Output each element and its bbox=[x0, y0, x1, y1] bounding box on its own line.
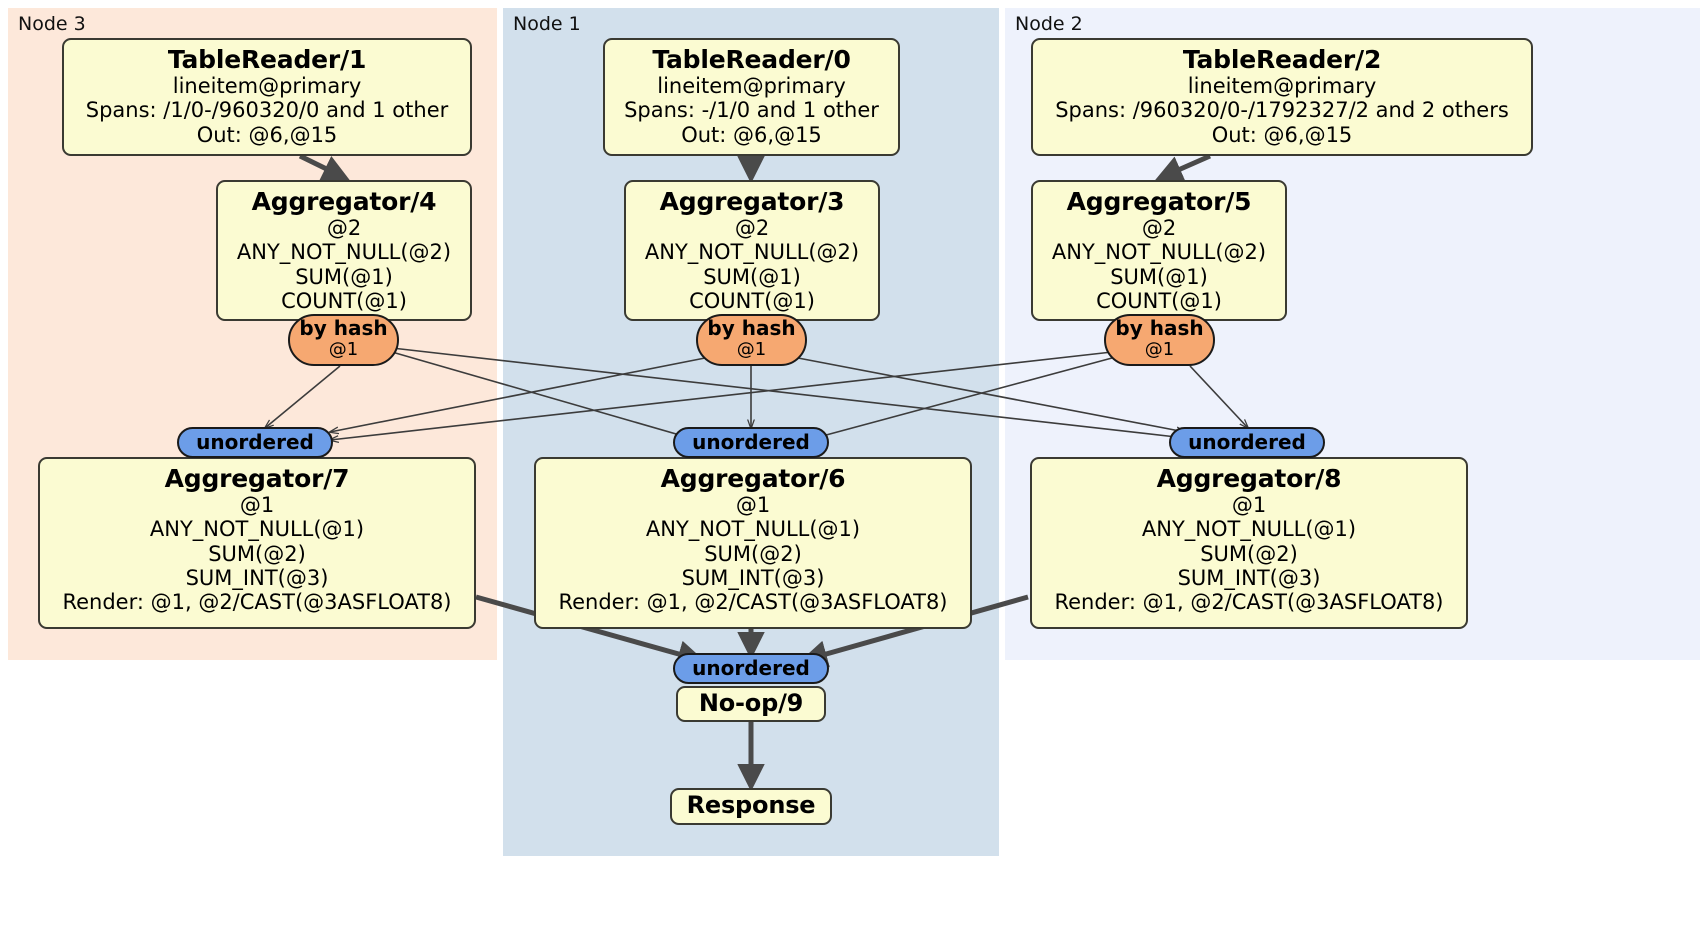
node-panel-label-node2: Node 2 bbox=[1015, 13, 1083, 35]
synchronizer-left[interactable]: unordered bbox=[177, 427, 333, 458]
synchronizer-label: unordered bbox=[692, 430, 810, 454]
processor-aggregator-4[interactable]: Aggregator/4 @2 ANY_NOT_NULL(@2) SUM(@1)… bbox=[216, 180, 472, 321]
processor-line: Render: @1, @2/CAST(@3ASFLOAT8) bbox=[1054, 590, 1444, 615]
processor-line: ANY_NOT_NULL(@1) bbox=[645, 517, 861, 542]
processor-line: SUM_INT(@3) bbox=[681, 566, 825, 591]
processor-title: Aggregator/6 bbox=[660, 464, 846, 493]
processor-line: Spans: /960320/0-/1792327/2 and 2 others bbox=[1055, 98, 1509, 123]
router-sublabel: @1 bbox=[736, 338, 767, 360]
processor-line: SUM_INT(@3) bbox=[1177, 566, 1321, 591]
processor-title: TableReader/0 bbox=[652, 45, 851, 74]
processor-line: @1 bbox=[1231, 493, 1267, 517]
processor-line: SUM(@2) bbox=[704, 541, 802, 566]
processor-table-reader-2[interactable]: TableReader/2 lineitem@primary Spans: /9… bbox=[1031, 38, 1533, 156]
processor-line: SUM(@1) bbox=[1110, 264, 1208, 289]
processor-line: @1 bbox=[239, 493, 275, 517]
processor-line: lineitem@primary bbox=[1187, 74, 1377, 98]
synchronizer-right[interactable]: unordered bbox=[1169, 427, 1325, 458]
processor-line: Render: @1, @2/CAST(@3ASFLOAT8) bbox=[62, 590, 452, 615]
router-label: by hash bbox=[707, 316, 796, 340]
processor-line: SUM_INT(@3) bbox=[185, 566, 329, 591]
processor-aggregator-6[interactable]: Aggregator/6 @1 ANY_NOT_NULL(@1) SUM(@2)… bbox=[534, 457, 972, 629]
processor-aggregator-5[interactable]: Aggregator/5 @2 ANY_NOT_NULL(@2) SUM(@1)… bbox=[1031, 180, 1287, 321]
processor-title: TableReader/1 bbox=[167, 45, 367, 74]
processor-line: ANY_NOT_NULL(@2) bbox=[236, 240, 452, 265]
synchronizer-label: unordered bbox=[196, 430, 314, 454]
processor-line: ANY_NOT_NULL(@1) bbox=[149, 517, 365, 542]
processor-title: Aggregator/4 bbox=[251, 187, 437, 216]
processor-line: @2 bbox=[734, 216, 770, 240]
processor-line: COUNT(@1) bbox=[689, 289, 815, 314]
processor-aggregator-3[interactable]: Aggregator/3 @2 ANY_NOT_NULL(@2) SUM(@1)… bbox=[624, 180, 880, 321]
processor-line: Out: @6,@15 bbox=[681, 122, 822, 147]
processor-line: ANY_NOT_NULL(@2) bbox=[1051, 240, 1267, 265]
processor-response[interactable]: Response bbox=[670, 788, 832, 825]
node-panel-label-node1: Node 1 bbox=[513, 13, 581, 35]
synchronizer-final[interactable]: unordered bbox=[673, 653, 829, 684]
hash-router-left[interactable]: by hash @1 bbox=[288, 314, 399, 366]
synchronizer-label: unordered bbox=[1188, 430, 1306, 454]
router-label: by hash bbox=[299, 316, 388, 340]
processor-table-reader-0[interactable]: TableReader/0 lineitem@primary Spans: -/… bbox=[603, 38, 900, 156]
processor-line: SUM(@2) bbox=[208, 541, 306, 566]
processor-title: Response bbox=[686, 791, 816, 819]
processor-line: @1 bbox=[735, 493, 771, 517]
processor-noop-9[interactable]: No-op/9 bbox=[676, 686, 826, 722]
processor-line: Out: @6,@15 bbox=[1211, 122, 1353, 147]
processor-line: SUM(@2) bbox=[1200, 541, 1298, 566]
processor-line: Spans: -/1/0 and 1 other bbox=[624, 98, 879, 123]
processor-aggregator-7[interactable]: Aggregator/7 @1 ANY_NOT_NULL(@1) SUM(@2)… bbox=[38, 457, 476, 629]
processor-line: @2 bbox=[326, 216, 362, 240]
processor-line: lineitem@primary bbox=[657, 74, 846, 98]
router-label: by hash bbox=[1115, 316, 1204, 340]
processor-title: Aggregator/3 bbox=[659, 187, 845, 216]
hash-router-center[interactable]: by hash @1 bbox=[696, 314, 807, 366]
router-sublabel: @1 bbox=[328, 338, 359, 360]
node-panel-label-node3: Node 3 bbox=[18, 13, 86, 35]
hash-router-right[interactable]: by hash @1 bbox=[1104, 314, 1215, 366]
processor-line: COUNT(@1) bbox=[1096, 289, 1222, 314]
processor-line: Out: @6,@15 bbox=[196, 122, 338, 147]
router-sublabel: @1 bbox=[1144, 338, 1175, 360]
synchronizer-center[interactable]: unordered bbox=[673, 427, 829, 458]
processor-title: Aggregator/8 bbox=[1156, 464, 1342, 493]
processor-aggregator-8[interactable]: Aggregator/8 @1 ANY_NOT_NULL(@1) SUM(@2)… bbox=[1030, 457, 1468, 629]
processor-line: SUM(@1) bbox=[295, 264, 393, 289]
processor-title: Aggregator/5 bbox=[1066, 187, 1252, 216]
processor-line: ANY_NOT_NULL(@2) bbox=[644, 240, 860, 265]
processor-line: Spans: /1/0-/960320/0 and 1 other bbox=[85, 98, 449, 123]
processor-table-reader-1[interactable]: TableReader/1 lineitem@primary Spans: /1… bbox=[62, 38, 472, 156]
processor-line: ANY_NOT_NULL(@1) bbox=[1141, 517, 1357, 542]
processor-line: @2 bbox=[1141, 216, 1177, 240]
processor-title: No-op/9 bbox=[698, 689, 804, 717]
processor-line: SUM(@1) bbox=[703, 264, 801, 289]
processor-line: lineitem@primary bbox=[172, 74, 362, 98]
processor-line: COUNT(@1) bbox=[281, 289, 407, 314]
processor-line: Render: @1, @2/CAST(@3ASFLOAT8) bbox=[558, 590, 948, 615]
processor-title: Aggregator/7 bbox=[164, 464, 350, 493]
synchronizer-label: unordered bbox=[692, 656, 810, 680]
processor-title: TableReader/2 bbox=[1182, 45, 1382, 74]
